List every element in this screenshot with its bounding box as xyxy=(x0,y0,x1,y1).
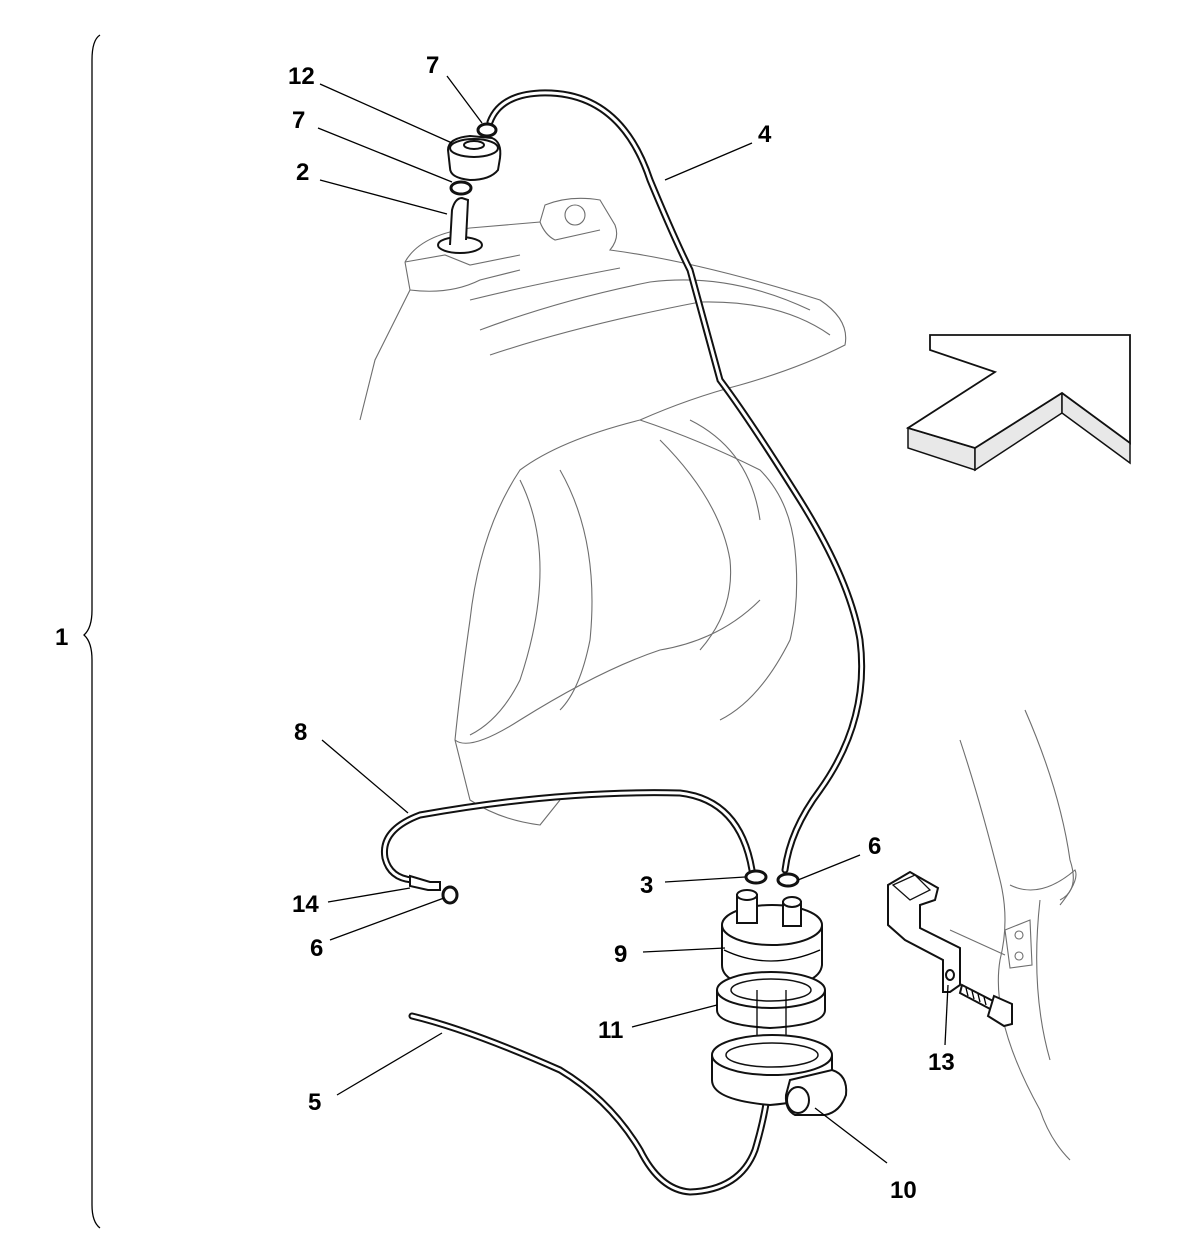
frame-tube-outline xyxy=(949,709,1077,1161)
callout-8: 8 xyxy=(294,719,307,746)
clamp-7-upper xyxy=(476,122,498,138)
callout-13: 13 xyxy=(928,1049,955,1076)
clamp-6-left xyxy=(441,885,459,905)
callout-9: 9 xyxy=(614,941,627,968)
leader-lines xyxy=(317,75,949,1164)
arrow-right-up-icon xyxy=(905,334,1131,449)
group-label: 1 xyxy=(55,624,68,651)
screw xyxy=(958,983,1013,1028)
callout-6-right: 6 xyxy=(868,833,881,860)
group-bracket xyxy=(83,34,101,1229)
clamp-6-right xyxy=(776,872,800,888)
callout-2: 2 xyxy=(296,159,309,186)
bracket-13 xyxy=(887,870,961,993)
holder-ring-11 xyxy=(716,971,826,1100)
clamp-7-lower xyxy=(449,180,473,196)
connector-14 xyxy=(409,874,441,891)
direction-arrow xyxy=(905,334,1131,472)
callout-3: 3 xyxy=(640,872,653,899)
callout-6-left: 6 xyxy=(310,935,323,962)
callout-11: 11 xyxy=(598,1017,623,1044)
fitting-12 xyxy=(446,134,502,182)
hose-clamp-10 xyxy=(711,1034,848,1116)
hose-5 xyxy=(408,1012,774,1196)
callout-4: 4 xyxy=(758,121,772,148)
callout-10: 10 xyxy=(890,1177,917,1204)
pipe-2 xyxy=(437,196,483,254)
callout-12: 12 xyxy=(288,63,315,90)
fuel-tank-outline xyxy=(359,197,847,826)
hose-4 xyxy=(486,89,866,874)
callout-7-lower: 7 xyxy=(292,107,305,134)
hose-8 xyxy=(380,789,756,884)
callout-5: 5 xyxy=(308,1089,321,1116)
clamp-3 xyxy=(744,869,768,885)
callout-7-upper: 7 xyxy=(426,52,439,79)
callout-14: 14 xyxy=(292,891,319,918)
callout-labels: 12 7 7 2 4 8 14 6 3 6 9 11 5 10 13 xyxy=(288,52,955,1204)
